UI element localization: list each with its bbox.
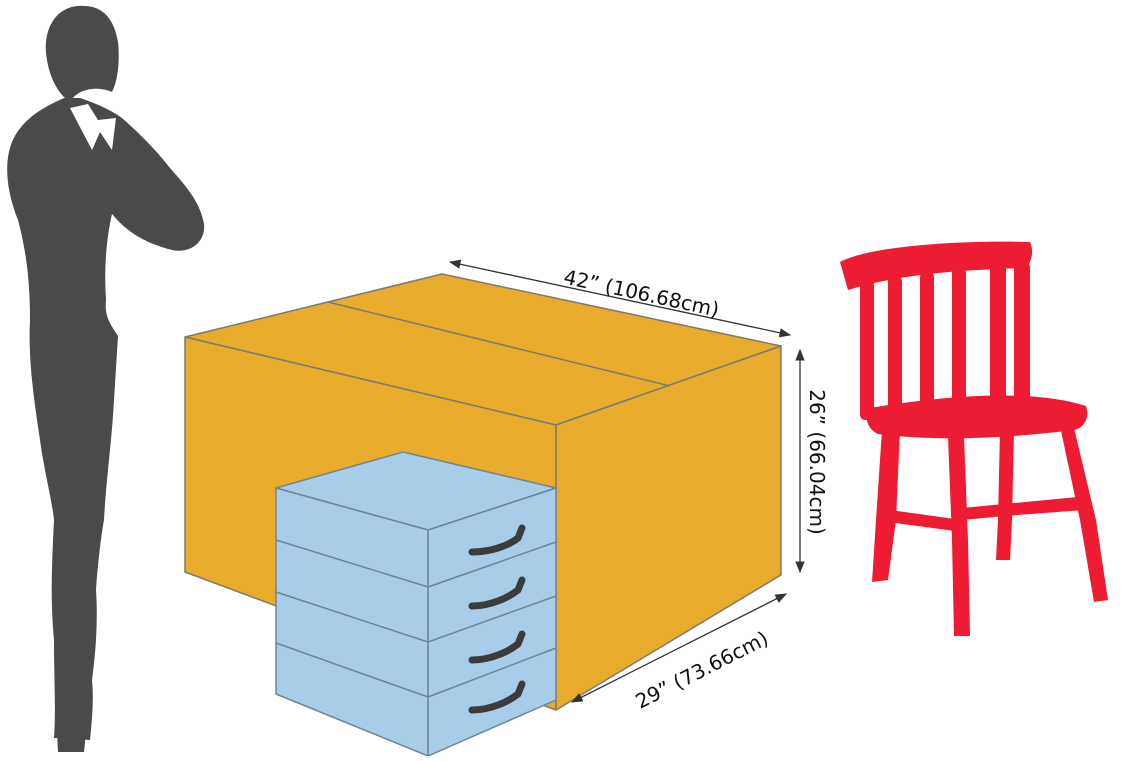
- chair-seat: [866, 395, 1088, 439]
- drawer-handle: [468, 680, 526, 714]
- chair-spindle: [1014, 262, 1030, 412]
- width-dimension-line: [448, 259, 792, 338]
- drawer-divider: [275, 642, 557, 698]
- drawer-divider: [275, 539, 557, 588]
- chair-leg: [996, 430, 1014, 560]
- chair-spindle: [990, 262, 1006, 412]
- chair-spindle: [860, 280, 874, 420]
- chair-top-rail: [840, 241, 1033, 290]
- drawer-handle: [468, 524, 526, 556]
- chair-spindle: [888, 276, 902, 420]
- drawer-front: [275, 487, 429, 757]
- chair-stretcher: [1004, 500, 1084, 516]
- person-hand: [117, 258, 125, 276]
- depth-dimension-line: [570, 593, 788, 703]
- drawer-unit: [275, 451, 557, 757]
- chair-leg: [1060, 426, 1108, 602]
- person-silhouette: [7, 5, 205, 752]
- box-flap-seam: [327, 301, 671, 387]
- person-collar: [70, 104, 116, 150]
- chair-stretcher: [888, 510, 962, 532]
- drawer-side: [427, 487, 557, 757]
- chair-silhouette: [840, 241, 1108, 636]
- drawer-divider: [275, 591, 557, 643]
- height-label: 26” (66.04cm): [805, 389, 829, 535]
- person-hair: [45, 5, 119, 103]
- dimension-lines: [448, 259, 805, 703]
- drawer-handle: [468, 630, 526, 664]
- person-left-leg: [57, 520, 90, 752]
- chair-leg: [872, 430, 900, 582]
- chair-leg: [948, 436, 970, 636]
- chair-spindle: [920, 272, 934, 420]
- person-body: [7, 98, 205, 740]
- drawer-handle: [468, 576, 526, 610]
- chair-spindle: [952, 268, 966, 418]
- drawer-handles: [468, 524, 526, 714]
